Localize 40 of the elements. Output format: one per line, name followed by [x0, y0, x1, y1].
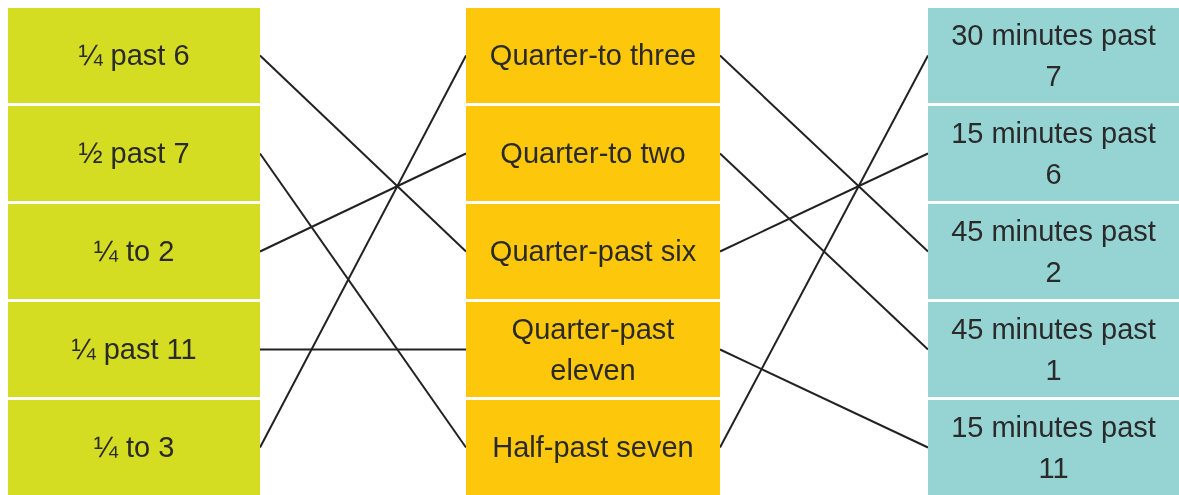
card-text: ¼ to 3 [92, 430, 176, 466]
card-text: Quarter-past eleven [510, 311, 676, 388]
card-text: Half-past seven [491, 430, 695, 466]
answer-card [466, 204, 720, 299]
answer-card [8, 302, 260, 397]
card-text: ½ past 7 [77, 136, 191, 172]
connector-line [259, 152, 467, 253]
answer-card [8, 106, 260, 201]
connector-line [719, 348, 929, 449]
answer-card [466, 8, 720, 103]
card-text: Quarter-past six [488, 234, 698, 270]
connector-line [259, 54, 467, 253]
connector-line [719, 54, 929, 449]
card-text: 45 minutes past 1 [950, 311, 1157, 388]
card-text: ¼ to 2 [92, 234, 176, 270]
card-text: ¼ past 11 [70, 332, 198, 368]
answer-card [928, 400, 1179, 495]
card-text: 30 minutes past 7 [950, 17, 1157, 94]
answer-card [466, 400, 720, 495]
connector-line [719, 152, 929, 351]
connector-line [259, 54, 467, 449]
card-text: Quarter-to three [488, 38, 698, 74]
answer-card [466, 302, 720, 397]
card-text: ¼ past 6 [77, 38, 191, 74]
card-text: 15 minutes past 11 [950, 409, 1157, 486]
answer-card [8, 204, 260, 299]
answer-card [8, 400, 260, 495]
connector-line [259, 348, 467, 351]
card-text: 45 minutes past 2 [950, 213, 1157, 290]
connector-line [719, 54, 929, 253]
answer-card [928, 302, 1179, 397]
answer-card [928, 106, 1179, 201]
answer-card [928, 8, 1179, 103]
answer-card [928, 204, 1179, 299]
card-text: Quarter-to two [499, 136, 687, 172]
answer-card [8, 8, 260, 103]
connector-line [719, 152, 929, 253]
card-text: 15 minutes past 6 [950, 115, 1157, 192]
connector-line [259, 152, 467, 449]
answer-card [466, 106, 720, 201]
